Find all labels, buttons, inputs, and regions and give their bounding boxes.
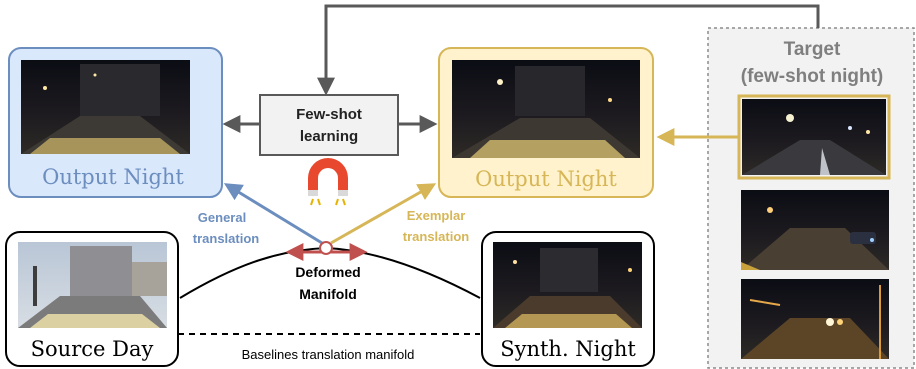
target-title-line1: Target bbox=[784, 39, 841, 60]
target-image-1 bbox=[737, 94, 891, 180]
baselines-label: Baselines translation manifold bbox=[242, 347, 415, 362]
exemplar-translation-line1: Exemplar bbox=[407, 208, 466, 223]
manifold-point bbox=[319, 241, 333, 255]
synth-night-box bbox=[481, 231, 655, 367]
deformed-manifold-line2: Manifold bbox=[299, 286, 357, 302]
synth-night-label: Synth. Night bbox=[500, 337, 636, 361]
target-image-3 bbox=[741, 279, 889, 359]
source-day-box bbox=[5, 231, 179, 367]
general-translation-line1: General bbox=[198, 210, 246, 225]
few-shot-line1: Few-shot bbox=[296, 106, 362, 123]
exemplar-translation-line2: translation bbox=[403, 229, 470, 244]
output-night-left-box bbox=[8, 47, 223, 198]
output-night-right-label: Output Night bbox=[475, 167, 617, 191]
deformed-manifold-line1: Deformed bbox=[295, 264, 360, 280]
few-shot-learning-box bbox=[259, 94, 399, 156]
target-image-2 bbox=[741, 190, 889, 270]
output-night-left-label: Output Night bbox=[42, 165, 184, 189]
target-title-line2: (few-shot night) bbox=[741, 66, 883, 87]
feedback-arrow bbox=[317, 4, 820, 96]
output-night-right-box bbox=[438, 47, 654, 198]
magnet-icon bbox=[308, 158, 348, 206]
exemplar-translation-arrow bbox=[330, 183, 437, 245]
general-translation-arrow bbox=[223, 183, 323, 245]
few-shot-line2: learning bbox=[300, 128, 358, 145]
general-translation-line2: translation bbox=[193, 231, 260, 246]
source-day-label: Source Day bbox=[31, 337, 154, 361]
